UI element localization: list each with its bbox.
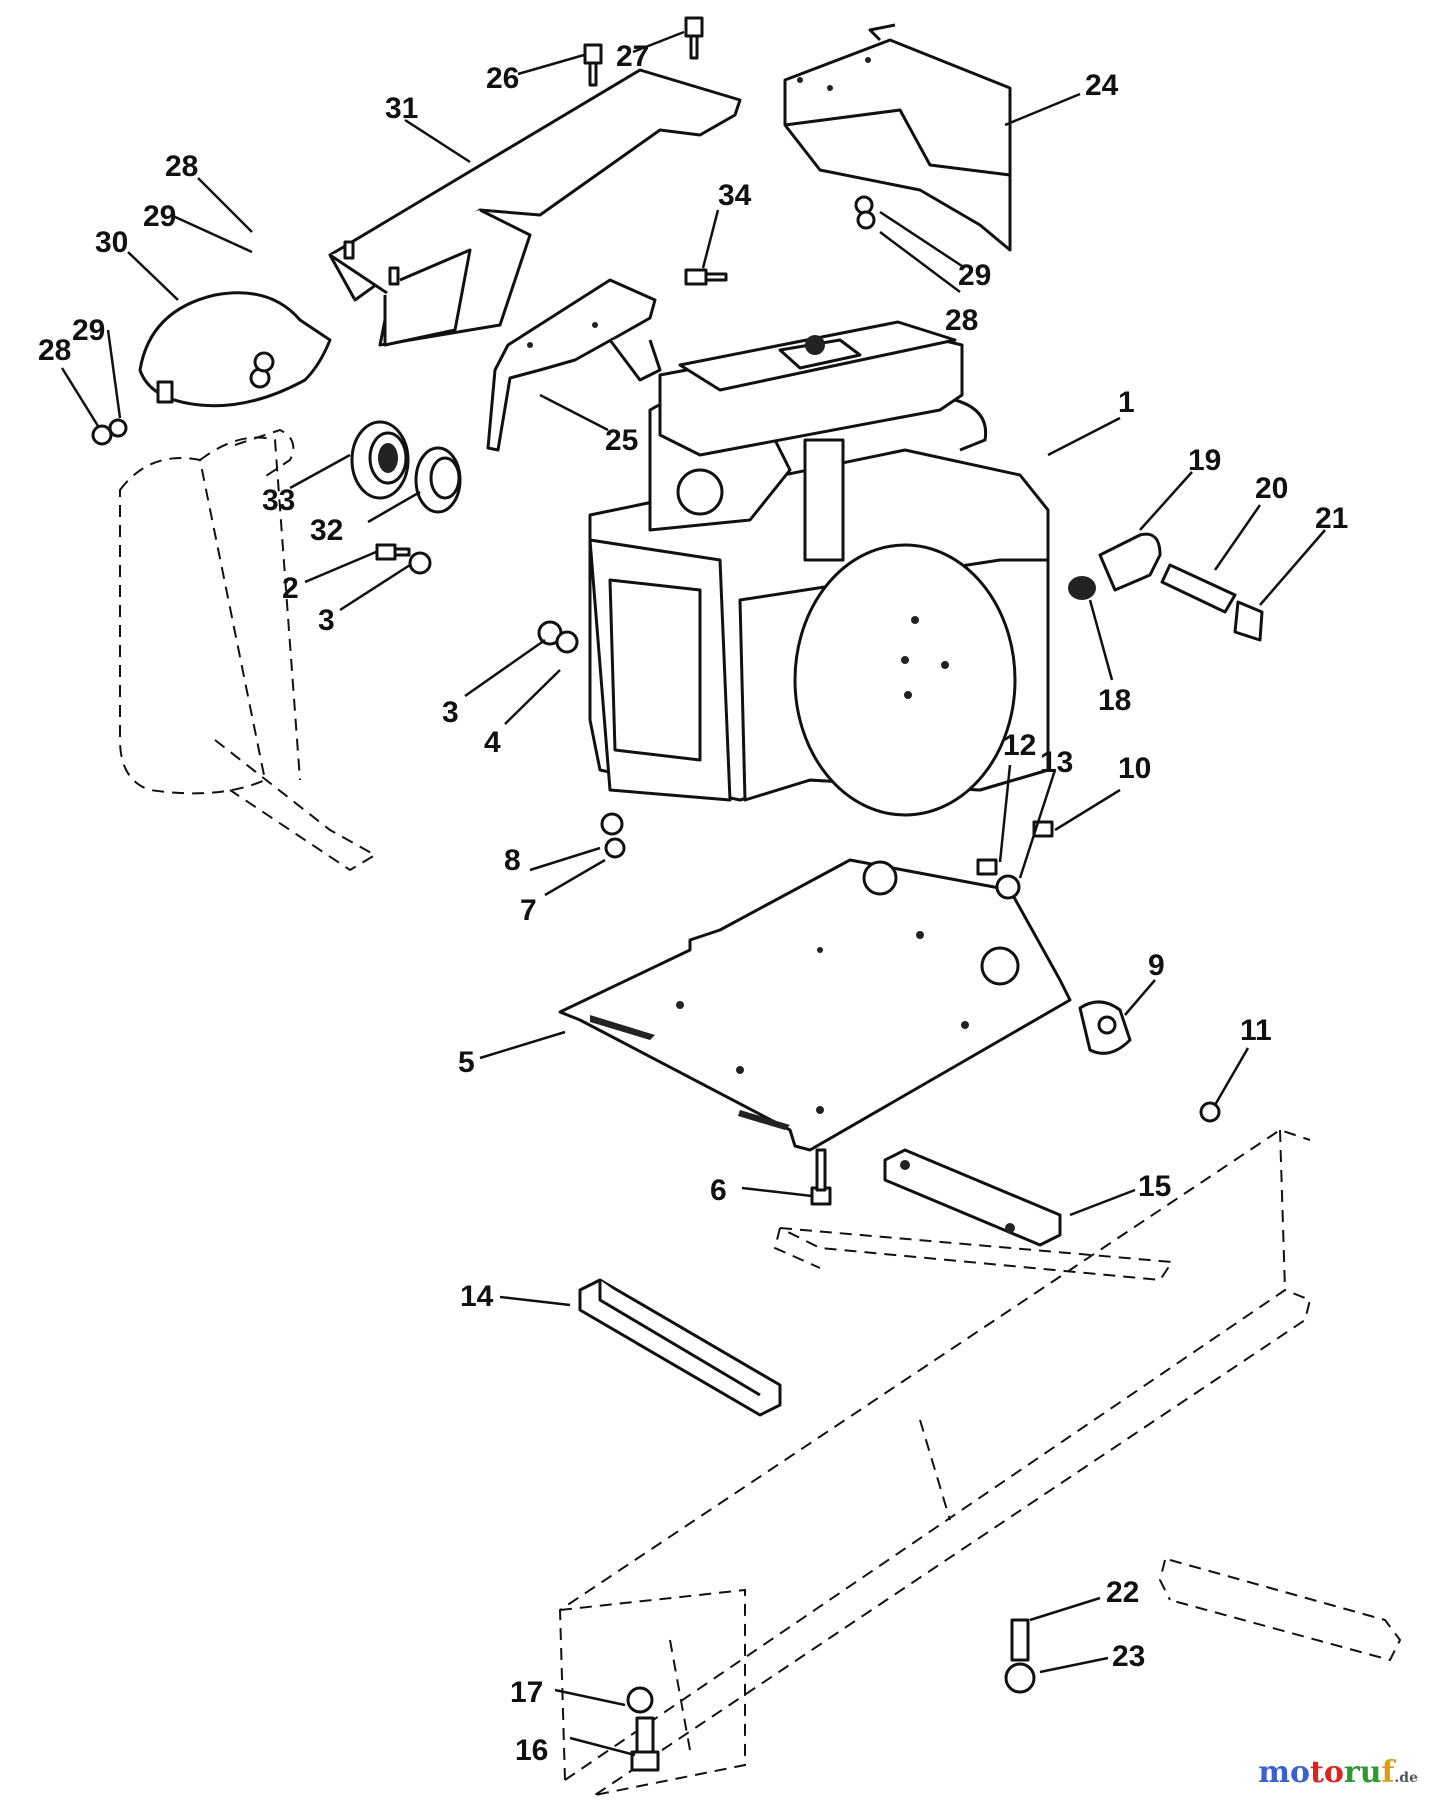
elbow-19 [1098,532,1162,592]
frame-rails [558,1128,1402,1796]
callout-28-right: 28 [945,304,978,337]
engine [588,320,1050,817]
air-intake-tube [803,438,845,562]
watermark-part-e: .de [1394,1770,1418,1786]
watermark-logo: motoruf.de [1258,1755,1418,1790]
callout-10: 10 [1118,752,1151,785]
callout-19: 19 [1188,444,1221,477]
callout-25: 25 [605,424,638,457]
muffler-outline [119,428,377,872]
fuel-pump [676,468,724,516]
callout-16: 16 [515,1734,548,1767]
callout-2: 2 [282,572,299,605]
callout-33: 33 [262,484,295,517]
callout-14: 14 [460,1280,494,1313]
callout-32: 32 [310,514,343,547]
callout-21: 21 [1315,502,1348,535]
rail-14 [578,1278,782,1417]
shield-24 [783,23,1012,252]
mounting-plate [558,858,1072,1152]
watermark-part-a: mo [1258,1755,1311,1790]
flywheel-screen [793,543,1017,817]
callout-29-upper: 29 [143,200,176,233]
callout-17: 17 [510,1676,543,1709]
cover-30 [138,291,332,408]
rail-15 [883,1148,1062,1247]
watermark-part-b: to [1310,1755,1344,1790]
callout-20: 20 [1255,472,1288,505]
fitting-18 [1068,576,1096,600]
callout-29-right: 29 [958,259,991,292]
callout-8: 8 [504,844,521,877]
callout-13: 13 [1040,746,1073,779]
bracket-25 [486,278,662,452]
callout-30: 30 [95,226,128,259]
fasteners [91,16,1221,1772]
callout-22: 22 [1106,1576,1139,1609]
nipple-20 [1160,563,1237,614]
callout-4: 4 [484,726,501,759]
leader-lines [60,30,1326,1757]
cover-tab [156,380,174,404]
callout-27: 27 [616,40,649,73]
callout-26: 26 [486,62,519,95]
callout-31: 31 [385,92,418,125]
callout-1: 1 [1118,386,1135,419]
callout-15: 15 [1138,1170,1171,1203]
callout-3-lower: 3 [442,696,459,729]
callout-18: 18 [1098,684,1131,717]
callout-11: 11 [1240,1014,1272,1047]
watermark-part-c: ru [1343,1755,1382,1790]
callout-7: 7 [520,894,537,927]
callout-3-upper: 3 [318,604,335,637]
callout-24: 24 [1085,69,1119,102]
callout-28-left: 28 [38,334,71,367]
callout-9: 9 [1148,949,1165,982]
callouts: 1 2 3 3 4 5 6 7 8 9 10 11 12 13 14 15 16… [38,40,1348,1767]
bearing-33 [350,420,410,500]
callout-5: 5 [458,1046,475,1079]
watermark-part-d: f [1381,1755,1395,1790]
callout-29-left: 29 [72,314,105,347]
seal-32 [414,446,462,514]
upper-shield-31 [328,68,742,347]
callout-34: 34 [718,179,752,212]
cap-21 [1233,600,1264,642]
callout-6: 6 [710,1174,727,1207]
callout-23: 23 [1112,1640,1145,1673]
callout-12: 12 [1003,729,1036,762]
callout-28-upper: 28 [165,150,198,183]
